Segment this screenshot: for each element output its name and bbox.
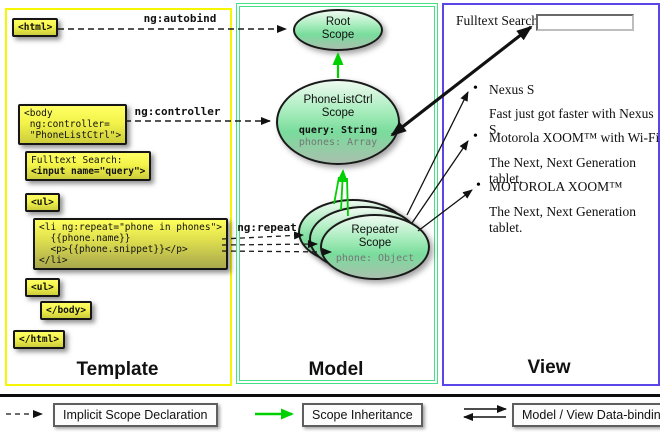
body-close-tag-box: </body> [40,301,93,320]
phonelistctrl-scope-line2: Scope [321,107,355,119]
phonelistctrl-prop-phones: phones: Array [298,137,378,148]
phonelistctrl-prop-query: query: String [298,125,378,136]
bullet-dot: • [473,129,478,144]
ng-autobind-label: ng:autobind [143,12,217,25]
html-close-tag-box: </html> [13,330,66,349]
view-item-title: MOTOROLA XOOM™ [489,179,623,194]
ng-repeat-label: ng:repeat [237,221,297,234]
root-scope-line2: Scope [321,29,355,41]
view-column-title: View [527,357,571,378]
ng-controller-label: ng:controller [134,105,221,118]
bullet-dot: • [476,178,481,193]
repeater-scope-ellipse-front: Repeater Scope phone: Object [320,214,430,280]
fulltext-code-line2: <input name="query"> [31,166,146,177]
view-item-desc: The Next, Next Generation tablet. [489,155,636,186]
legend-model-view-data-binding: Model / View Data-binding [512,403,660,427]
legend-double-arrow-icon [463,405,507,421]
ul-open-tag-box: <ul> [25,193,60,212]
legend-scope-inheritance: Scope Inheritance [302,403,423,427]
phonelistctrl-scope-ellipse: PhoneListCtrl Scope query: String phones… [276,79,400,165]
fulltext-code-line1: Fulltext Search: [31,155,123,166]
view-search-label: Fulltext Search: [456,13,542,28]
body-open-tag-box: <body ng:controller= "PhoneListCtrl"> [18,104,128,145]
view-item-desc: The Next, Next Generation tablet. [489,204,636,235]
root-scope-ellipse: Root Scope [293,9,383,51]
template-column-frame [5,8,232,386]
phonelistctrl-scope-line1: PhoneListCtrl [303,94,373,106]
fulltext-input-code-box: Fulltext Search: <input name="query"> [25,151,152,181]
root-scope-line1: Root [325,16,351,28]
bullet-dot: • [473,81,478,96]
li-repeat-code-box: <li ng:repeat="phone in phones"> {{phone… [33,218,229,270]
legend-implicit-scope-declaration: Implicit Scope Declaration [53,403,218,427]
repeater-prop-phone: phone: Object [335,253,415,264]
model-column-frame [236,3,438,384]
fulltext-search-input[interactable] [536,14,634,31]
repeater-scope-line2: Scope [358,237,392,249]
view-item-title: Motorola XOOM™ with Wi-Fi [489,130,660,145]
html-open-tag-box: <html> [12,18,59,37]
view-item-title: Nexus S [489,82,535,97]
template-column-title: Template [76,359,159,380]
legend-separator-line [0,394,660,397]
repeater-scope-line1: Repeater [351,224,399,236]
ul-close-tag-box: <ul> [25,278,60,297]
model-column-title: Model [308,359,364,380]
